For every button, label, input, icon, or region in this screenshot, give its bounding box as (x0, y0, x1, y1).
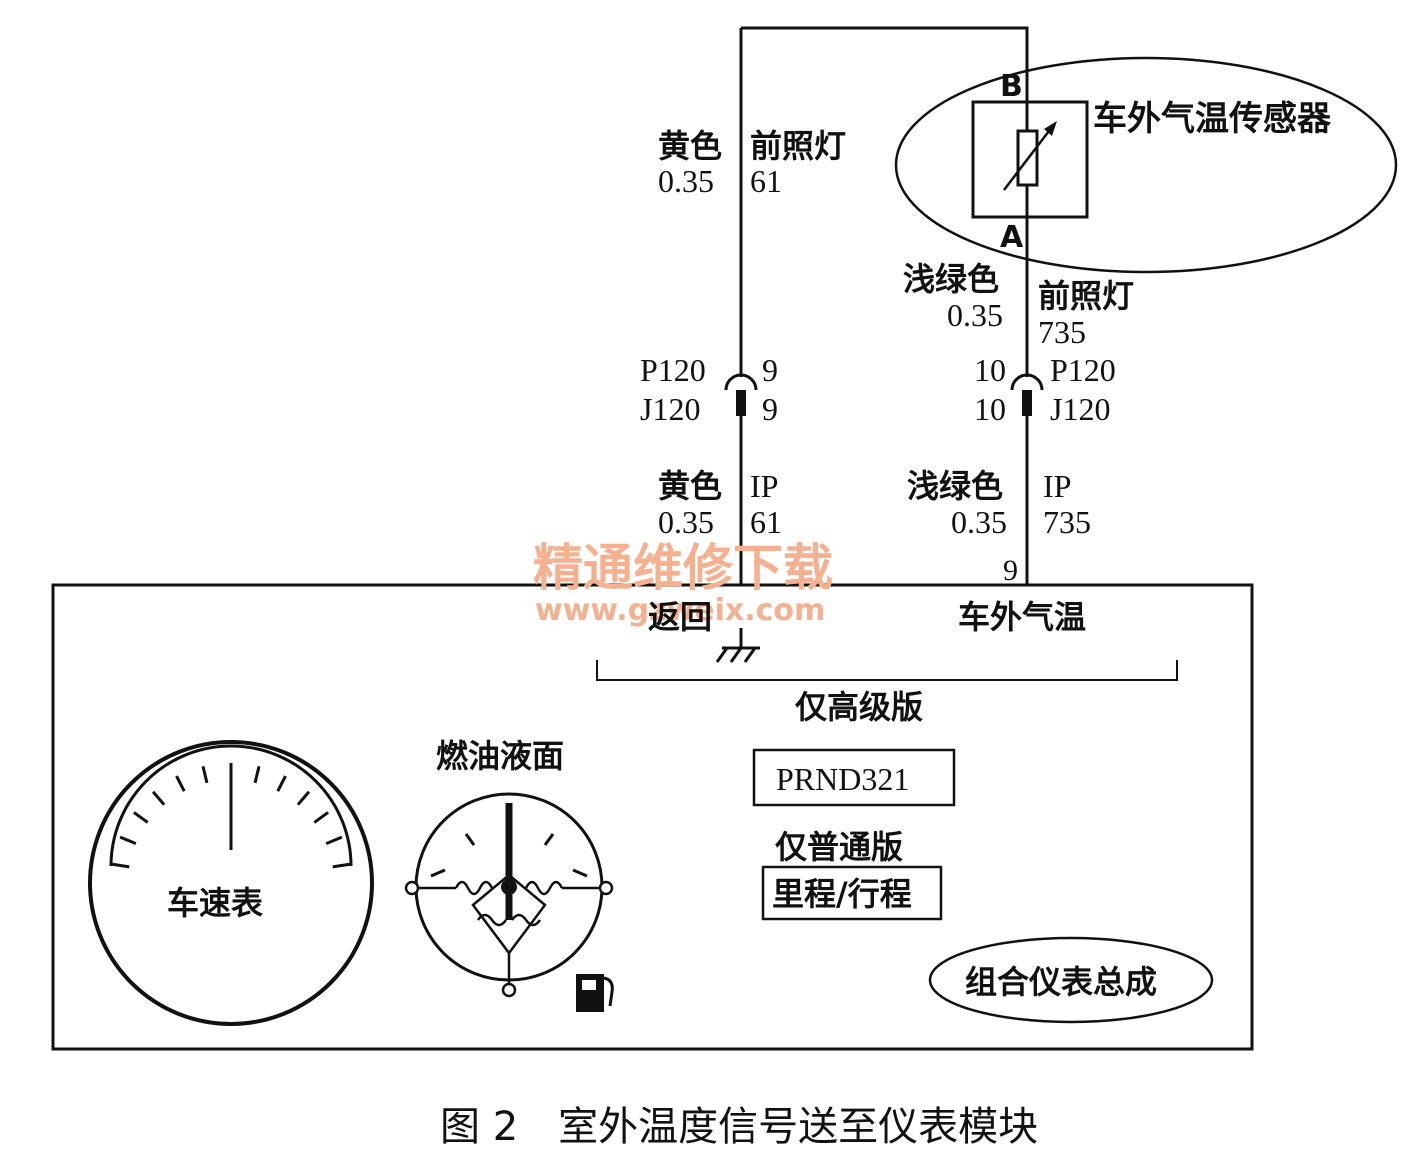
left-lower-wire-size: 0.35 (658, 504, 714, 540)
right-lower-circuit-no: 735 (1043, 504, 1091, 540)
right-connector-p: P120 (1050, 352, 1116, 388)
left-lower-circuit-name: IP (750, 468, 778, 504)
right-lower-wire-size: 0.35 (951, 504, 1007, 540)
standard-only-label: 仅普通版 (775, 828, 903, 866)
wire-top (741, 26, 1029, 102)
sensor-callout-ellipse (894, 56, 1398, 274)
premium-only-label: 仅高级版 (795, 688, 923, 726)
speedometer-tick (119, 835, 137, 845)
prnd-box (752, 748, 956, 807)
left-wire-size: 0.35 (658, 163, 714, 199)
thermistor-arrow-head (1044, 121, 1057, 136)
left-connector-pin-j: 9 (762, 391, 778, 427)
return-label: 返回 (648, 598, 712, 636)
speedometer-tick (175, 775, 186, 792)
watermark-cn: 精通维修下载 (533, 539, 833, 597)
left-connector-pin (736, 390, 746, 416)
sensor-pin-a: A (1000, 220, 1024, 255)
left-wire-color: 黄色 (658, 127, 722, 165)
sensor-pin-b: B (1000, 69, 1023, 104)
cluster-box (51, 583, 1254, 1051)
left-lower-circuit-no: 61 (750, 504, 782, 540)
speedometer-tick (253, 765, 261, 784)
premium-bracket (596, 660, 1178, 681)
left-wire-circuit-name: 前照灯 (750, 127, 846, 165)
left-connector-pin-p: 9 (762, 352, 778, 388)
speedometer-tick (133, 811, 149, 824)
right-connector-pin-p: 10 (974, 352, 1006, 388)
right-connector-cap (1010, 373, 1044, 391)
right-lower-circuit-name: IP (1043, 468, 1071, 504)
left-connector-cap (724, 373, 758, 391)
outside-temp-label: 车外气温 (958, 598, 1086, 636)
right-wire-size: 0.35 (947, 297, 1003, 333)
right-connector-j: J120 (1050, 391, 1110, 427)
sensor-label: 车外气温传感器 (1093, 99, 1332, 139)
figure-caption: 图 2 室外温度信号送至仪表模块 (440, 1104, 1038, 1150)
right-wire-circuit-no: 735 (1038, 314, 1086, 350)
fuel-pump-icon (576, 974, 614, 1012)
right-lower-wire-color: 浅绿色 (907, 467, 1003, 505)
left-lower-wire-color: 黄色 (658, 467, 722, 505)
ground-icon (715, 646, 760, 663)
speedometer-tick (313, 811, 329, 824)
assembly-label: 组合仪表总成 (965, 963, 1157, 1001)
left-connector-j: J120 (640, 391, 700, 427)
speedometer-tick (201, 765, 209, 784)
odometer-display: 里程/行程 (772, 875, 912, 913)
speedometer-gauge (88, 740, 374, 1026)
right-wire-color: 浅绿色 (903, 260, 999, 298)
right-wire-circuit-name: 前照灯 (1038, 277, 1134, 315)
speedometer-tick (276, 775, 287, 792)
speedometer-tick (325, 835, 343, 845)
speedometer-tick (151, 790, 166, 806)
speedometer-tick (332, 862, 350, 869)
speedometer-tick (296, 790, 311, 806)
left-wire-circuit-no: 61 (750, 163, 782, 199)
odometer-box (761, 865, 943, 921)
right-connector-pin (1022, 390, 1032, 416)
left-connector-p: P120 (640, 352, 706, 388)
speedometer-tick (112, 862, 130, 869)
prnd-display: PRND321 (776, 761, 909, 797)
watermark-url: www.gzweix.com (535, 593, 825, 628)
sensor-box (971, 100, 1089, 219)
speedometer-label: 车速表 (167, 884, 263, 922)
fuel-gauge (404, 792, 614, 998)
thermistor-arrow (1003, 126, 1053, 191)
assembly-ellipse (928, 936, 1214, 1024)
fuel-level-label: 燃油液面 (436, 737, 564, 775)
right-connector-pin-j: 10 (974, 391, 1006, 427)
cluster-pin-9: 9 (1003, 554, 1018, 587)
